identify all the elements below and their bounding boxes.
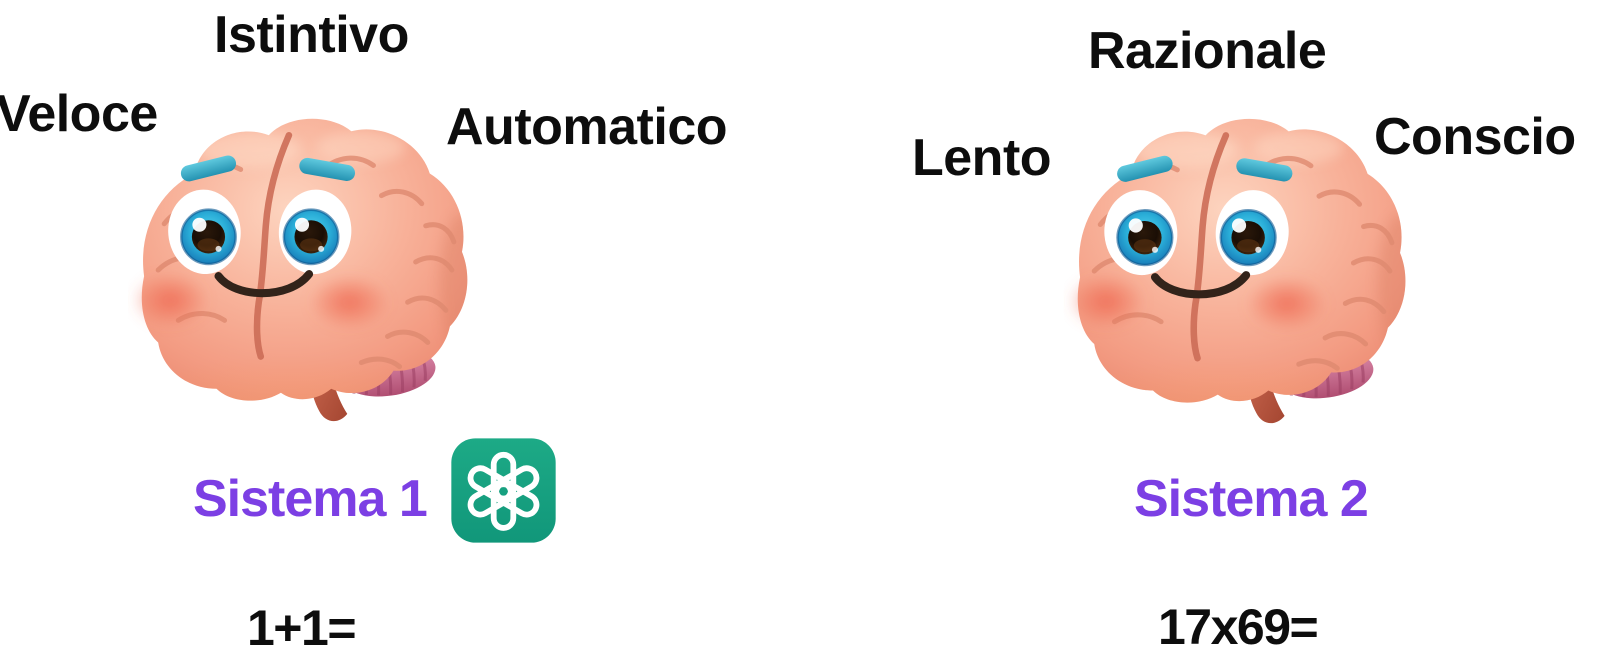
label-sistema-1: Sistema 1: [193, 470, 428, 528]
label-automatico: Automatico: [446, 98, 728, 156]
label-istintivo: Istintivo: [214, 6, 409, 64]
label-razionale: Razionale: [1088, 22, 1327, 80]
math-example-system1: 1+1=: [247, 600, 357, 656]
label-veloce: Veloce: [0, 85, 158, 143]
label-conscio: Conscio: [1374, 108, 1576, 166]
openai-chatgpt-logo-icon: [448, 437, 559, 544]
label-lento: Lento: [912, 129, 1052, 187]
math-example-system2: 17x69=: [1158, 599, 1319, 655]
brain-character-illustration-system1: [128, 103, 470, 425]
brain-character-illustration-system2: [1062, 103, 1410, 427]
label-sistema-2: Sistema 2: [1134, 470, 1369, 528]
